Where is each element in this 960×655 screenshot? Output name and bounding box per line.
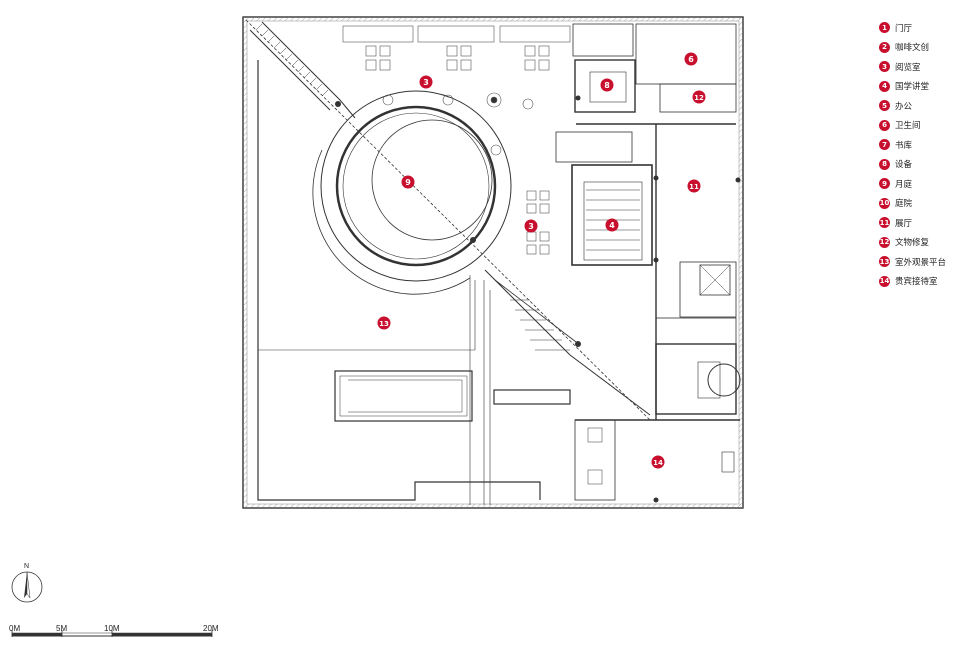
legend-number: 5 <box>879 100 890 112</box>
legend-label: 庭院 <box>895 199 913 210</box>
scale-bar <box>11 630 213 637</box>
svg-text:3: 3 <box>423 78 429 87</box>
north-label: N <box>24 563 30 570</box>
plan-marker-3b: 3 <box>524 219 538 233</box>
plan-marker-9: 9 <box>401 175 415 189</box>
legend-item: 12 文物修复 <box>879 233 959 253</box>
legend-number: 7 <box>879 139 890 151</box>
room-walls <box>493 23 741 501</box>
plan-marker-6: 6 <box>684 52 698 66</box>
svg-text:9: 9 <box>405 178 411 187</box>
legend-label: 卫生间 <box>895 121 921 132</box>
legend-label: 咖啡文创 <box>895 43 930 54</box>
svg-text:12: 12 <box>694 94 704 102</box>
columns <box>335 95 741 503</box>
legend-label: 室外观景平台 <box>895 257 947 268</box>
legend-label: 书库 <box>895 140 913 151</box>
legend-item: 7 书库 <box>879 135 959 155</box>
moon-courtyard <box>312 90 512 295</box>
legend-item: 13 室外观景平台 <box>879 252 959 272</box>
legend-label: 月庭 <box>895 179 913 190</box>
legend-number: 13 <box>879 256 890 268</box>
north-arrow <box>11 571 43 603</box>
legend-label: 设备 <box>895 160 913 171</box>
scale-label-5: 5M <box>56 624 68 633</box>
legend-item: 10 庭院 <box>879 194 959 214</box>
legend-number: 1 <box>879 22 890 34</box>
legend-number: 8 <box>879 158 890 170</box>
plan-marker-13: 13 <box>377 316 391 330</box>
plan-marker-8: 8 <box>600 78 614 92</box>
legend-item: 2 咖啡文创 <box>879 38 959 58</box>
terrace-outline <box>257 60 541 505</box>
legend-number: 10 <box>879 197 890 209</box>
legend-item: 9 月庭 <box>879 174 959 194</box>
legend-label: 门厅 <box>895 23 913 34</box>
scale-label-10: 10M <box>104 624 120 633</box>
plan-marker-12: 12 <box>692 90 706 104</box>
svg-text:13: 13 <box>379 320 389 328</box>
svg-text:3: 3 <box>528 222 534 231</box>
legend-number: 12 <box>879 236 890 248</box>
legend-item: 5 办公 <box>879 96 959 116</box>
legend-number: 9 <box>879 178 890 190</box>
svg-text:6: 6 <box>688 55 694 64</box>
legend-label: 贵宾接待室 <box>895 277 938 288</box>
legend-label: 阅览室 <box>895 62 921 73</box>
diagonal-axis <box>245 19 651 421</box>
legend-number: 14 <box>879 275 890 287</box>
legend-label: 国学讲堂 <box>895 82 930 93</box>
plan-marker-11: 11 <box>687 179 701 193</box>
scale-label-0: 0M <box>9 624 21 633</box>
legend-item: 3 阅览室 <box>879 57 959 77</box>
legend-number: 11 <box>879 217 890 229</box>
plan-marker-3a: 3 <box>419 75 433 89</box>
plan-marker-4: 4 <box>605 218 619 232</box>
legend-item: 1 门厅 <box>879 18 959 38</box>
legend-number: 2 <box>879 41 890 53</box>
building-outline <box>242 16 744 509</box>
legend-label: 展厅 <box>895 218 913 229</box>
svg-text:14: 14 <box>653 459 663 467</box>
legend-item: 14 贵宾接待室 <box>879 272 959 292</box>
legend-number: 3 <box>879 61 890 73</box>
legend-number: 4 <box>879 80 890 92</box>
legend-item: 8 设备 <box>879 155 959 175</box>
legend-item: 4 国学讲堂 <box>879 77 959 97</box>
legend-item: 6 卫生间 <box>879 116 959 136</box>
reading-furniture <box>342 25 571 255</box>
legend-item: 11 展厅 <box>879 213 959 233</box>
legend-label: 文物修复 <box>895 238 930 249</box>
scale-label-20: 20M <box>203 624 219 633</box>
legend-label: 办公 <box>895 101 913 112</box>
plan-marker-14: 14 <box>651 455 665 469</box>
legend-number: 6 <box>879 119 890 131</box>
svg-text:8: 8 <box>604 81 610 90</box>
svg-text:11: 11 <box>689 183 699 191</box>
svg-text:4: 4 <box>609 221 615 230</box>
